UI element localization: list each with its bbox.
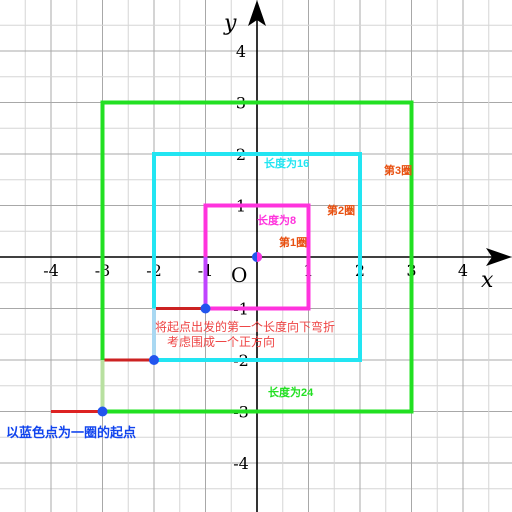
y-axis-arrow (248, 0, 266, 26)
ring-squares (51, 100, 414, 414)
ring-3-square (100, 100, 414, 414)
ring-2-start-point (149, 355, 159, 365)
x-tick-label: -4 (43, 261, 59, 280)
ring-1-length-label: 长度为8 (257, 213, 296, 227)
ring-2-length-label: 长度为16 (264, 156, 309, 170)
start-points (97, 252, 262, 417)
y-tick-label: -4 (233, 454, 249, 473)
ring-3-length-label: 长度为24 (268, 385, 314, 399)
ring-3-label: 第3圈 (384, 163, 412, 177)
ring-1-label: 第1圈 (279, 235, 307, 249)
origin-label: O (231, 263, 247, 287)
bend-note-line-1: 将起点出发的第一个长度向下弯折 (155, 319, 335, 334)
start-point-note: 以蓝色点为一圈的起点 (6, 425, 136, 440)
center-point-half (257, 252, 262, 262)
x-axis-arrow (486, 248, 512, 266)
x-axis-label: x (481, 268, 494, 293)
ring-3-start-point (97, 406, 108, 417)
ring-1-start-point (200, 303, 211, 314)
y-axis-label: y (223, 11, 237, 36)
y-tick-label: 4 (236, 42, 246, 61)
bend-note-line-2: 考虑围成一个正方向 (167, 334, 275, 349)
annotation-labels: 长度为24 长度为16 长度为8 第1圈 第2圈 第3圈 将起点出发的第一个长度… (6, 156, 412, 440)
ring-2-square (152, 152, 362, 362)
ring-2-label: 第2圈 (327, 203, 355, 217)
x-tick-label: 4 (458, 261, 468, 280)
